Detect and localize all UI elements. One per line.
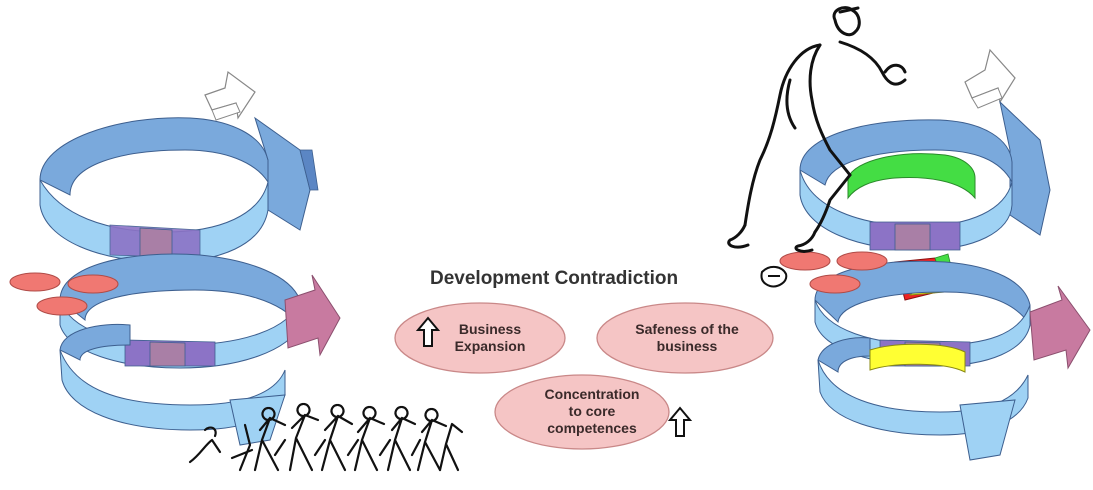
crowd-icon: [188, 402, 464, 472]
walking-man-icon: [727, 6, 907, 253]
label-line: Expansion: [454, 338, 526, 354]
up-arrow-icon: [415, 316, 441, 347]
label-line: business: [656, 338, 718, 354]
label-line: Business: [458, 321, 522, 337]
label-line: Concentration: [544, 386, 640, 402]
oval-safeness: [596, 302, 774, 374]
label-concentration: Concentration to core competences: [527, 386, 657, 437]
left-coil-top-back: [39, 117, 269, 196]
left-pink-arrow: [284, 274, 341, 357]
diagram-title: Development Contradiction: [430, 268, 679, 289]
label-safeness: Safeness of the business: [617, 321, 757, 355]
oval-concentration: [494, 374, 693, 450]
left-pad-2: [67, 274, 119, 294]
label-line: Safeness of the: [635, 321, 739, 337]
right-pad-3: [809, 274, 861, 294]
label-business-expansion: Business Expansion: [440, 321, 540, 355]
shoe-icon: [760, 266, 788, 288]
right-spiral-staircase: [779, 48, 1091, 461]
green-segment: [847, 153, 976, 200]
oval-business-expansion: [394, 302, 566, 374]
right-pad-1: [779, 251, 831, 271]
left-top-arrow: [204, 70, 256, 121]
label-line: competences: [547, 420, 637, 436]
left-pad-3: [36, 296, 88, 316]
left-pad-1: [9, 272, 61, 292]
right-pad-2: [836, 251, 888, 271]
left-spiral-staircase: [9, 70, 341, 446]
up-arrow-icon: [667, 406, 693, 437]
left-coil-bottom: [59, 323, 131, 361]
label-line: to core: [568, 403, 616, 419]
yellow-segment: [869, 343, 966, 373]
